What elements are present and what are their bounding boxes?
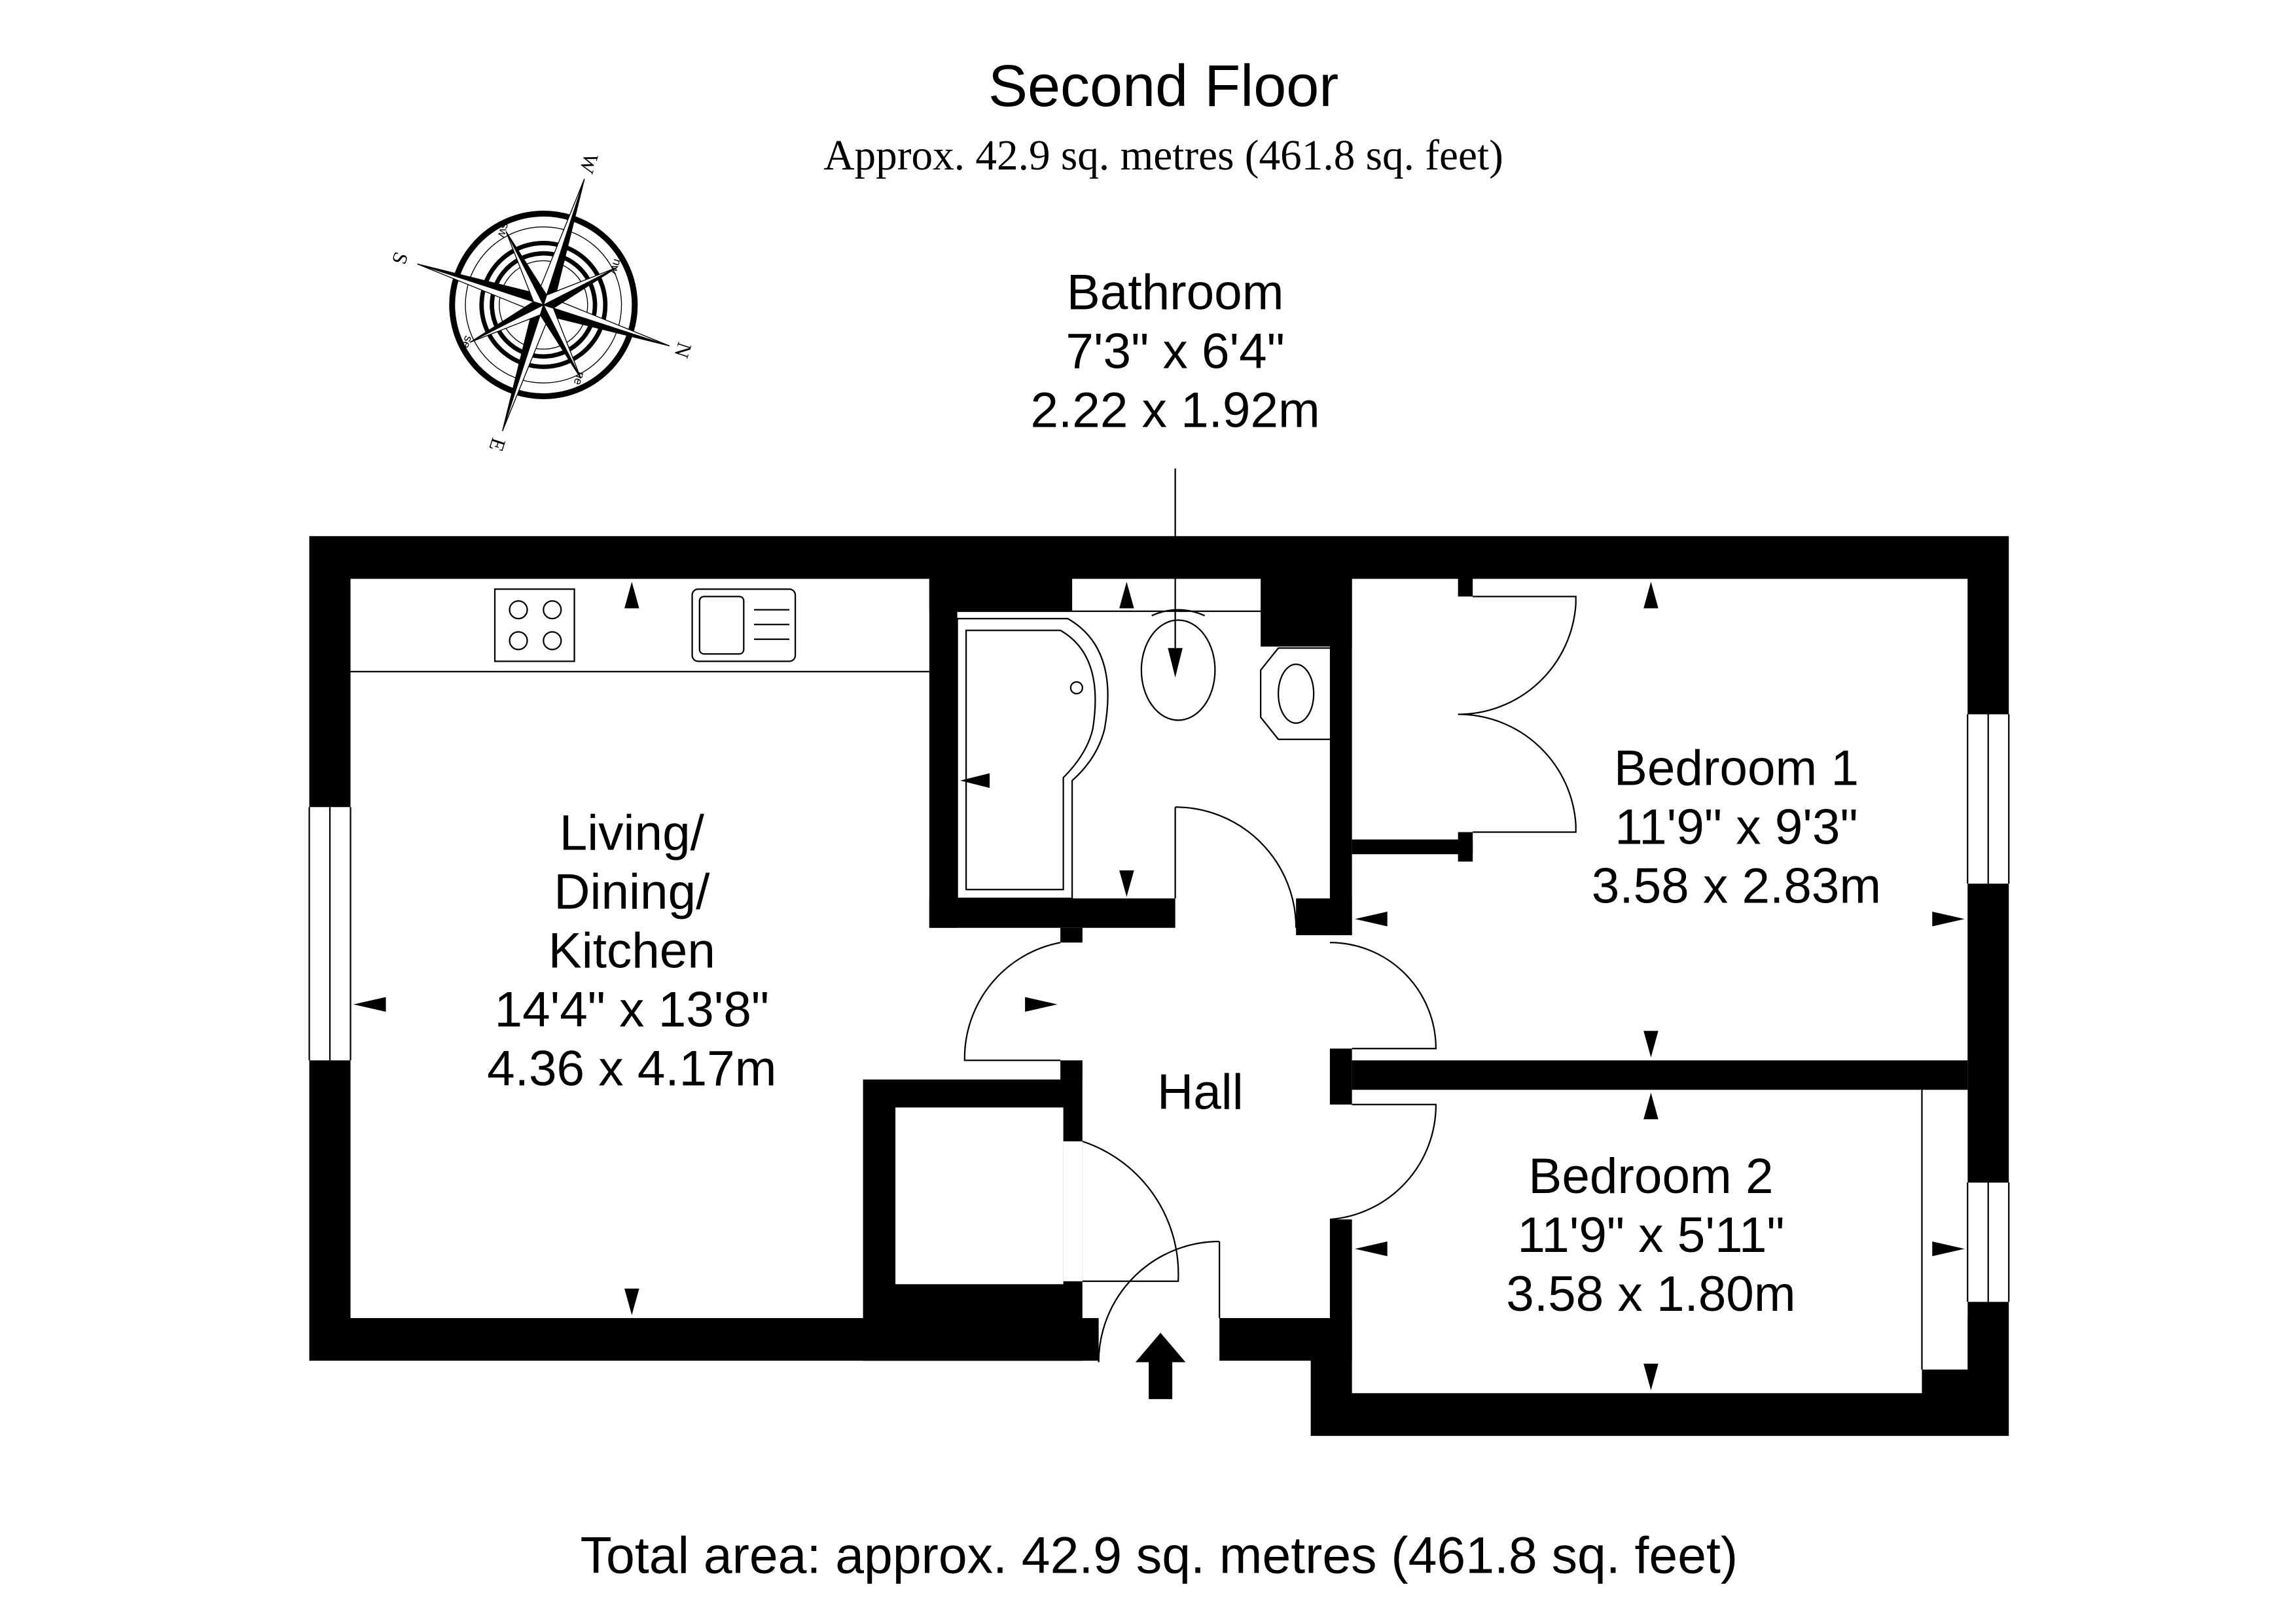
room-size-metric: 4.36 x 4.17m — [487, 1041, 776, 1097]
compass-rose-icon: N S E W ne nw se sw — [387, 151, 696, 454]
room-name: Bedroom 2 — [1528, 1149, 1773, 1204]
room-label-bedroom1: Bedroom 1 11'9" x 9'3" 3.58 x 2.83m — [1592, 740, 1881, 914]
hob-icon — [493, 588, 575, 662]
window-bedroom1 — [1967, 714, 2010, 884]
room-label-bathroom: Bathroom 7'3" x 6'4" 2.22 x 1.92m — [1030, 265, 1319, 438]
room-name: Bathroom — [1067, 265, 1284, 321]
room-label-hall: Hall — [1157, 1065, 1244, 1120]
compass-east-label: E — [484, 435, 510, 454]
room-name: Bedroom 1 — [1614, 740, 1859, 796]
room-size-imperial: 11'9" x 5'11" — [1517, 1207, 1784, 1263]
room-label-bedroom2: Bedroom 2 11'9" x 5'11" 3.58 x 1.80m — [1506, 1149, 1795, 1322]
room-label-living: Living/ Dining/ Kitchen 14'4" x 13'8" 4.… — [487, 806, 776, 1097]
total-area: Total area: approx. 42.9 sq. metres (461… — [581, 1526, 1738, 1584]
room-name: Dining/ — [554, 865, 710, 920]
compass-nw-label: nw — [607, 257, 624, 276]
walls — [309, 536, 2009, 1436]
sink-icon — [691, 588, 797, 662]
compass-north-label: N — [670, 340, 696, 361]
basin-icon — [1260, 647, 1330, 740]
doors — [963, 596, 1577, 1363]
entrance-arrow-icon — [1135, 1332, 1186, 1399]
room-name: Living/ — [560, 806, 705, 861]
page-subtitle: Approx. 42.9 sq. metres (461.8 sq. feet) — [823, 132, 1503, 179]
compass-south-label: S — [387, 249, 413, 267]
room-size-metric: 3.58 x 1.80m — [1506, 1266, 1795, 1322]
room-size-metric: 3.58 x 2.83m — [1592, 859, 1881, 914]
room-size-imperial: 7'3" x 6'4" — [1066, 324, 1284, 380]
room-name: Kitchen — [548, 923, 715, 979]
room-size-metric: 2.22 x 1.92m — [1030, 383, 1319, 438]
window-bedroom2 — [1967, 1183, 2010, 1302]
dimension-arrows — [353, 581, 1965, 1391]
bath-icon — [956, 618, 1109, 899]
compass-west-label: W — [575, 151, 603, 176]
window-living — [308, 807, 351, 1061]
toilet-icon — [1140, 609, 1216, 721]
page-title: Second Floor — [988, 54, 1338, 119]
room-size-imperial: 11'9" x 9'3" — [1615, 800, 1857, 855]
room-size-imperial: 14'4" x 13'8" — [495, 982, 770, 1038]
